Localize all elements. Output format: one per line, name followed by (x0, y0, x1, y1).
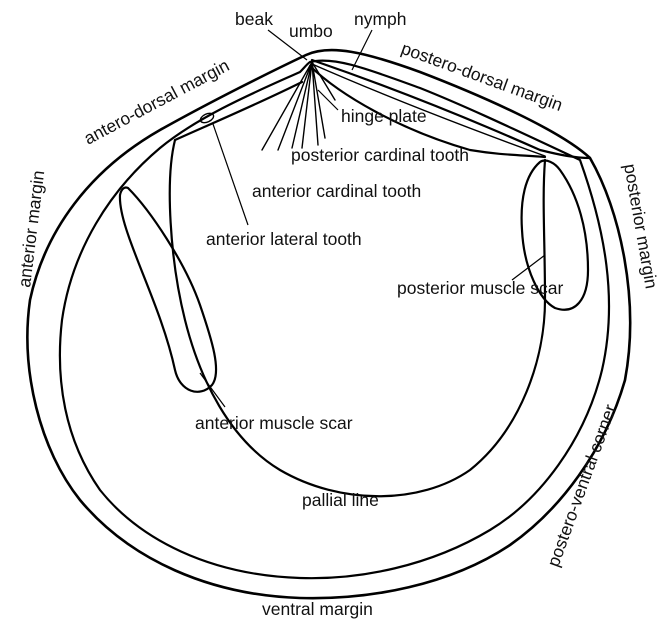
label-anterior-margin: anterior margin (14, 169, 48, 288)
leader-posterior-muscle-scar (512, 255, 545, 280)
label-umbo: umbo (289, 21, 333, 41)
leader-anterior-lateral-tooth (213, 124, 248, 225)
cardinal-teeth-fan (262, 62, 335, 150)
label-postero-dorsal-margin: postero-dorsal margin (399, 38, 566, 115)
label-anterior-cardinal-tooth: anterior cardinal tooth (252, 181, 421, 201)
label-pallial-line: pallial line (302, 490, 379, 510)
label-anterior-lateral-tooth: anterior lateral tooth (206, 229, 362, 249)
label-nymph: nymph (354, 9, 407, 29)
label-posterior-muscle-scar: posterior muscle scar (397, 278, 563, 298)
label-posterior-cardinal-tooth: posterior cardinal tooth (291, 145, 469, 165)
leader-nymph (352, 30, 372, 70)
label-beak: beak (235, 9, 273, 29)
anterior-muscle-scar-outline (120, 187, 216, 391)
label-hinge-plate: hinge plate (341, 106, 427, 126)
label-ventral-margin: ventral margin (262, 599, 373, 619)
label-anterior-muscle-scar: anterior muscle scar (195, 413, 353, 433)
